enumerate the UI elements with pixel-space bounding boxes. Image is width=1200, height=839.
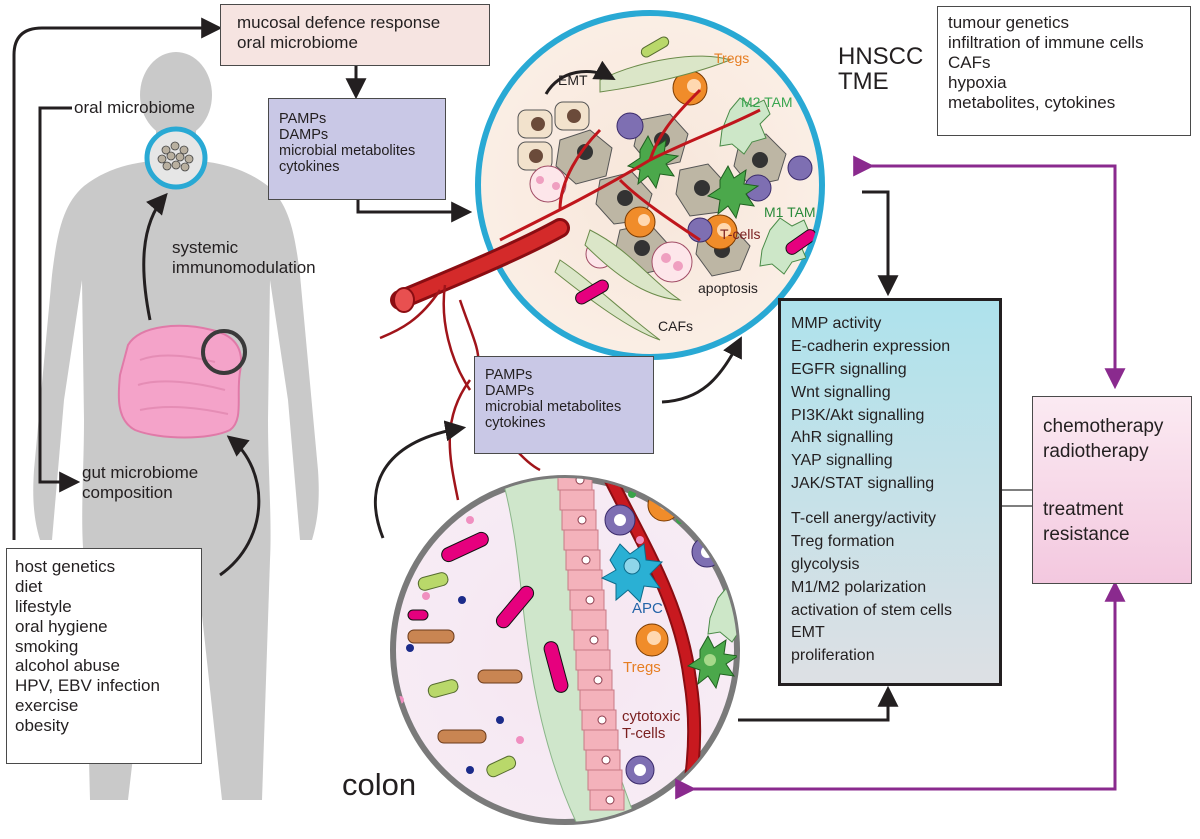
tme-cells (499, 36, 817, 341)
pamps-box-top: PAMPs DAMPs microbial metabolites cytoki… (268, 98, 446, 200)
hnscc-line-1: HNSCC (838, 43, 924, 70)
pamps-top-line-3: microbial metabolites (279, 143, 416, 159)
hnscc-line-2: TME (838, 68, 889, 96)
mechanism-4: Wnt signalling (791, 383, 891, 401)
immune-effect-3: glycolysis (791, 555, 860, 573)
host-factor-6: alcohol abuse (15, 656, 120, 676)
label-m2-tam: M2 TAM (741, 94, 793, 110)
label-emt: EMT (558, 72, 588, 88)
immune-effect-2: Treg formation (791, 532, 895, 550)
pamps-mid-line-2: DAMPs (485, 383, 535, 399)
host-factor-8: exercise (15, 696, 79, 716)
label-systemic-immunomodulation: systemic immunomodulation (172, 238, 316, 279)
label-hnscc-tme: HNSCC TME (838, 43, 924, 96)
host-factor-5: smoking (15, 636, 79, 656)
tme-factor-4: hypoxia (948, 73, 1007, 92)
systemic-line-2: immunomodulation (172, 258, 316, 278)
pamps-mid-line-4: cytokines (485, 415, 546, 431)
immune-effect-5: activation of stem cells (791, 601, 952, 619)
host-factor-7: HPV, EBV infection (15, 676, 160, 696)
host-factor-9: obesity (15, 716, 69, 735)
label-tregs-tme: Tregs (714, 50, 750, 66)
immune-effect-6: EMT (791, 624, 825, 642)
resistance-line-2: resistance (1043, 524, 1130, 546)
immune-effect-4: M1/M2 polarization (791, 578, 927, 596)
mechanism-6: AhR signalling (791, 429, 894, 447)
label-apoptosis: apoptosis (698, 280, 758, 296)
therapy-line-2: radiotherapy (1043, 440, 1149, 462)
label-tregs-colon: Tregs (623, 659, 661, 676)
label-gut-microbiome: gut microbiome composition (82, 463, 198, 504)
resistance-line-1: treatment (1043, 499, 1124, 521)
mucosal-line-1: mucosal defence response (237, 13, 441, 32)
tme-factor-1: tumour genetics (948, 13, 1069, 32)
immune-effect-7: proliferation (791, 647, 875, 665)
arrow-pamps-to-tme-curve (661, 336, 742, 404)
gut-line-2: composition (82, 483, 173, 503)
mechanism-2: E-cadherin expression (791, 337, 951, 355)
loop-arrow-host-to-mucosal (12, 17, 223, 540)
host-factor-1: host genetics (15, 557, 116, 576)
host-factor-3: lifestyle (15, 596, 72, 616)
mechanism-3: EGFR signalling (791, 360, 907, 378)
arrow-host-to-gut (219, 435, 261, 577)
pamps-top-line-4: cytokines (279, 159, 340, 175)
arrow-colon-to-mechanisms (738, 685, 899, 722)
tme-factor-5: metabolites, cytokines (948, 93, 1116, 112)
arrow-tme-to-mechanisms (862, 190, 899, 297)
tme-factors-box: tumour genetics infiltration of immune c… (937, 6, 1191, 136)
pamps-top-line-2: DAMPs (279, 127, 329, 143)
mucosal-defence-box: mucosal defence response oral microbiome (220, 4, 490, 66)
host-factor-2: diet (15, 576, 43, 596)
mechanism-1: MMP activity (791, 315, 882, 332)
mechanism-7: YAP signalling (791, 452, 893, 470)
arrow-systemic (142, 192, 168, 321)
arrow-colon-to-pamps (373, 420, 467, 539)
mechanisms-box: MMP activity E-cadherin expression EGFR … (778, 298, 1002, 686)
pamps-box-middle: PAMPs DAMPs microbial metabolites cytoki… (474, 356, 654, 454)
host-factor-4: oral hygiene (15, 616, 108, 636)
pamps-mid-line-1: PAMPs (485, 367, 533, 383)
systemic-line-1: systemic (172, 238, 239, 257)
gut-line-1: gut microbiome (82, 463, 199, 482)
emt-arrow (544, 60, 616, 95)
label-colon: colon (342, 767, 417, 802)
label-t-cells-tme: T-cells (720, 226, 761, 242)
host-factors-box: host genetics diet lifestyle oral hygien… (6, 548, 202, 764)
cytotoxic-line-1: cytotoxic (622, 708, 681, 725)
oral-bacteria-cluster (157, 141, 194, 172)
mechanism-8: JAK/STAT signalling (791, 475, 935, 493)
tme-factor-3: CAFs (948, 53, 991, 72)
therapy-line-1: chemotherapy (1043, 416, 1164, 437)
purple-arrow-tme-therapy (853, 155, 1126, 390)
pamps-mid-line-3: microbial metabolites (485, 399, 622, 415)
label-apc: APC (632, 600, 663, 617)
label-m1-tam: M1 TAM (764, 204, 816, 220)
label-cafs-tme: CAFs (658, 318, 693, 334)
pamps-top-line-1: PAMPs (279, 111, 327, 127)
arrow-pamps-to-tme (356, 200, 473, 223)
immune-effect-1: T-cell anergy/activity (791, 510, 936, 527)
mucosal-line-2: oral microbiome (237, 33, 358, 52)
loop-arrow-oral-to-gut (38, 106, 81, 493)
mechanism-5: PI3K/Akt signalling (791, 406, 925, 424)
therapy-box: chemotherapy radiotherapy treatment resi… (1032, 396, 1192, 584)
cytotoxic-line-2: T-cells (622, 725, 666, 743)
intestine-focus-ring (201, 329, 247, 375)
label-oral-microbiome: oral microbiome (74, 98, 195, 117)
purple-arrow-colon-therapy (675, 580, 1126, 800)
label-cytotoxic-t-cells: cytotoxic T-cells (622, 708, 680, 743)
tme-factor-2: infiltration of immune cells (948, 33, 1144, 52)
